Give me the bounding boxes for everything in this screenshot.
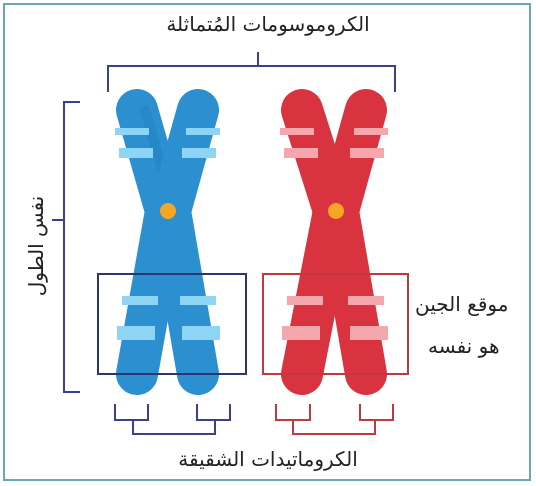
blue-sister-bracket	[115, 404, 230, 434]
red-sister-bracket	[276, 404, 393, 434]
blue-band	[182, 326, 220, 340]
blue-centromere	[160, 203, 176, 219]
homologous-bracket	[108, 52, 395, 92]
red-centromere	[328, 203, 344, 219]
red-band	[350, 148, 384, 158]
blue-chromosome	[115, 110, 220, 374]
blue-band	[115, 128, 149, 135]
red-band	[284, 148, 318, 158]
red-band	[348, 296, 384, 305]
blue-band	[117, 326, 155, 340]
gene-locus-label-line1: موقع الجين	[415, 294, 508, 314]
red-band	[282, 326, 320, 340]
blue-band	[182, 148, 216, 158]
red-band	[280, 128, 314, 135]
red-band	[354, 128, 388, 135]
blue-band	[180, 296, 216, 305]
same-length-label: نفس الطول	[26, 196, 46, 296]
red-chromosome	[280, 110, 388, 374]
gene-locus-label-line2: هو نفسه	[428, 336, 499, 356]
homologous-chromosomes-label: الكروموسومات المُتماثلة	[0, 14, 536, 34]
red-band	[350, 326, 388, 340]
blue-band	[186, 128, 220, 135]
sister-chromatids-label: الكروماتيدات الشقيقة	[0, 449, 536, 469]
blue-band	[119, 148, 153, 158]
length-bracket	[52, 102, 80, 392]
blue-band	[122, 296, 158, 305]
red-band	[287, 296, 323, 305]
